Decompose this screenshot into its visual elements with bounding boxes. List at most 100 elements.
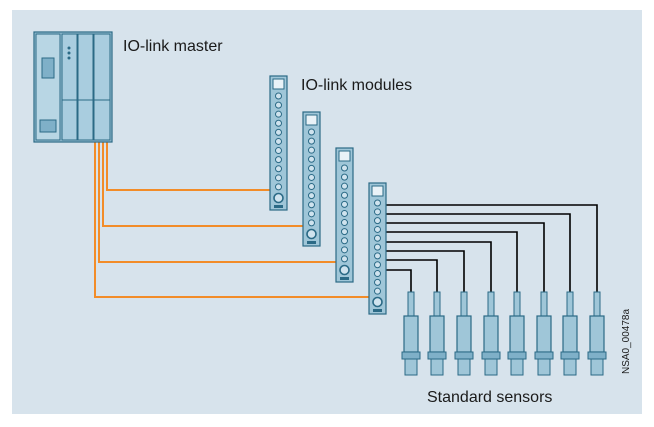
- sensor-body: [403, 315, 419, 353]
- module-port: [374, 234, 381, 242]
- module-port: [275, 183, 282, 191]
- module-port: [341, 200, 348, 208]
- sensor-cable-gland: [460, 291, 468, 317]
- sensor-nut: [427, 351, 447, 360]
- sensor-cable-gland: [540, 291, 548, 317]
- module-port: [374, 225, 381, 233]
- sensor-head: [404, 358, 418, 376]
- module-port: [374, 278, 381, 286]
- sensor-cable-gland: [513, 291, 521, 317]
- module-port: [275, 156, 282, 164]
- module-main-connector: [339, 264, 350, 276]
- module-port: [374, 252, 381, 260]
- module-port: [341, 255, 348, 263]
- standard-sensor-6: [534, 291, 554, 376]
- standard-sensor-3: [454, 291, 474, 376]
- standard-sensor-8: [587, 291, 607, 376]
- io-link-cables: [94, 142, 372, 298]
- module-port: [308, 128, 315, 136]
- sensor-head: [590, 358, 604, 376]
- module-port: [341, 173, 348, 181]
- sensor-cable-6: [386, 222, 545, 292]
- sensor-nut: [507, 351, 527, 360]
- sensor-cable-gland: [593, 291, 601, 317]
- sensor-nut: [481, 351, 501, 360]
- module-port: [275, 137, 282, 145]
- sensor-nut: [401, 351, 421, 360]
- label-io-link-master: IO-link master: [123, 38, 223, 55]
- module-main-connector: [306, 228, 317, 240]
- module-clip: [274, 205, 283, 208]
- sensor-nut: [560, 351, 580, 360]
- sensor-cable-gland: [433, 291, 441, 317]
- module-clip: [373, 309, 382, 312]
- io-link-cable-2: [102, 142, 306, 227]
- io-link-module-2: [302, 111, 321, 247]
- module-main-connector: [372, 296, 383, 308]
- module-port: [275, 101, 282, 109]
- sensor-body: [536, 315, 552, 353]
- sensor-cable-2: [386, 259, 438, 292]
- module-port: [308, 173, 315, 181]
- io-link-module-4: [368, 182, 387, 315]
- io-link-module-3: [335, 147, 354, 283]
- sensor-head: [430, 358, 444, 376]
- sensor-nut: [587, 351, 607, 360]
- io-link-cable-1: [106, 142, 272, 191]
- module-port: [341, 246, 348, 254]
- sensor-cable-5: [386, 231, 518, 292]
- module-label-plate: [272, 78, 285, 90]
- master-led-1: [67, 46, 71, 50]
- master-status-panel: [39, 119, 57, 133]
- module-label-plate: [371, 185, 384, 197]
- sensor-body: [562, 315, 578, 353]
- module-port: [275, 165, 282, 173]
- label-standard-sensors: Standard sensors: [427, 389, 552, 406]
- io-link-cable-3: [98, 142, 338, 263]
- master-slot-1: [61, 33, 78, 141]
- sensor-head: [537, 358, 551, 376]
- master-slot-3: [93, 33, 111, 141]
- module-label-plate: [305, 114, 318, 126]
- module-port: [308, 210, 315, 218]
- module-main-connector: [273, 192, 284, 204]
- sensor-cable-3: [386, 250, 465, 292]
- module-port: [374, 208, 381, 216]
- standard-sensor-1: [401, 291, 421, 376]
- module-port: [308, 146, 315, 154]
- sensor-body: [456, 315, 472, 353]
- module-port: [308, 201, 315, 209]
- label-io-link-modules: IO-link modules: [301, 77, 412, 94]
- standard-sensors: [401, 291, 607, 376]
- io-link-master-device: [33, 31, 113, 143]
- module-label-plate: [338, 150, 351, 162]
- module-port: [275, 119, 282, 127]
- sensor-body: [429, 315, 445, 353]
- module-port: [275, 128, 282, 136]
- module-port: [374, 270, 381, 278]
- module-port: [275, 110, 282, 118]
- sensor-head: [484, 358, 498, 376]
- sensor-body: [483, 315, 499, 353]
- sensor-body: [509, 315, 525, 353]
- sensor-head: [457, 358, 471, 376]
- module-port: [341, 191, 348, 199]
- sensor-cable-4: [386, 241, 492, 292]
- module-port: [308, 164, 315, 172]
- module-port: [308, 137, 315, 145]
- standard-sensor-2: [427, 291, 447, 376]
- module-port: [341, 182, 348, 190]
- module-clip: [340, 277, 349, 280]
- sensor-head: [510, 358, 524, 376]
- drawing-code: NSA0_00478a: [621, 309, 632, 374]
- module-port: [374, 217, 381, 225]
- io-link-cable-4: [94, 142, 372, 298]
- sensor-body: [589, 315, 605, 353]
- sensor-nut: [534, 351, 554, 360]
- standard-sensor-4: [481, 291, 501, 376]
- module-port: [374, 243, 381, 251]
- io-link-module-1: [269, 75, 288, 211]
- standard-sensor-5: [507, 291, 527, 376]
- master-slot-2: [77, 33, 94, 141]
